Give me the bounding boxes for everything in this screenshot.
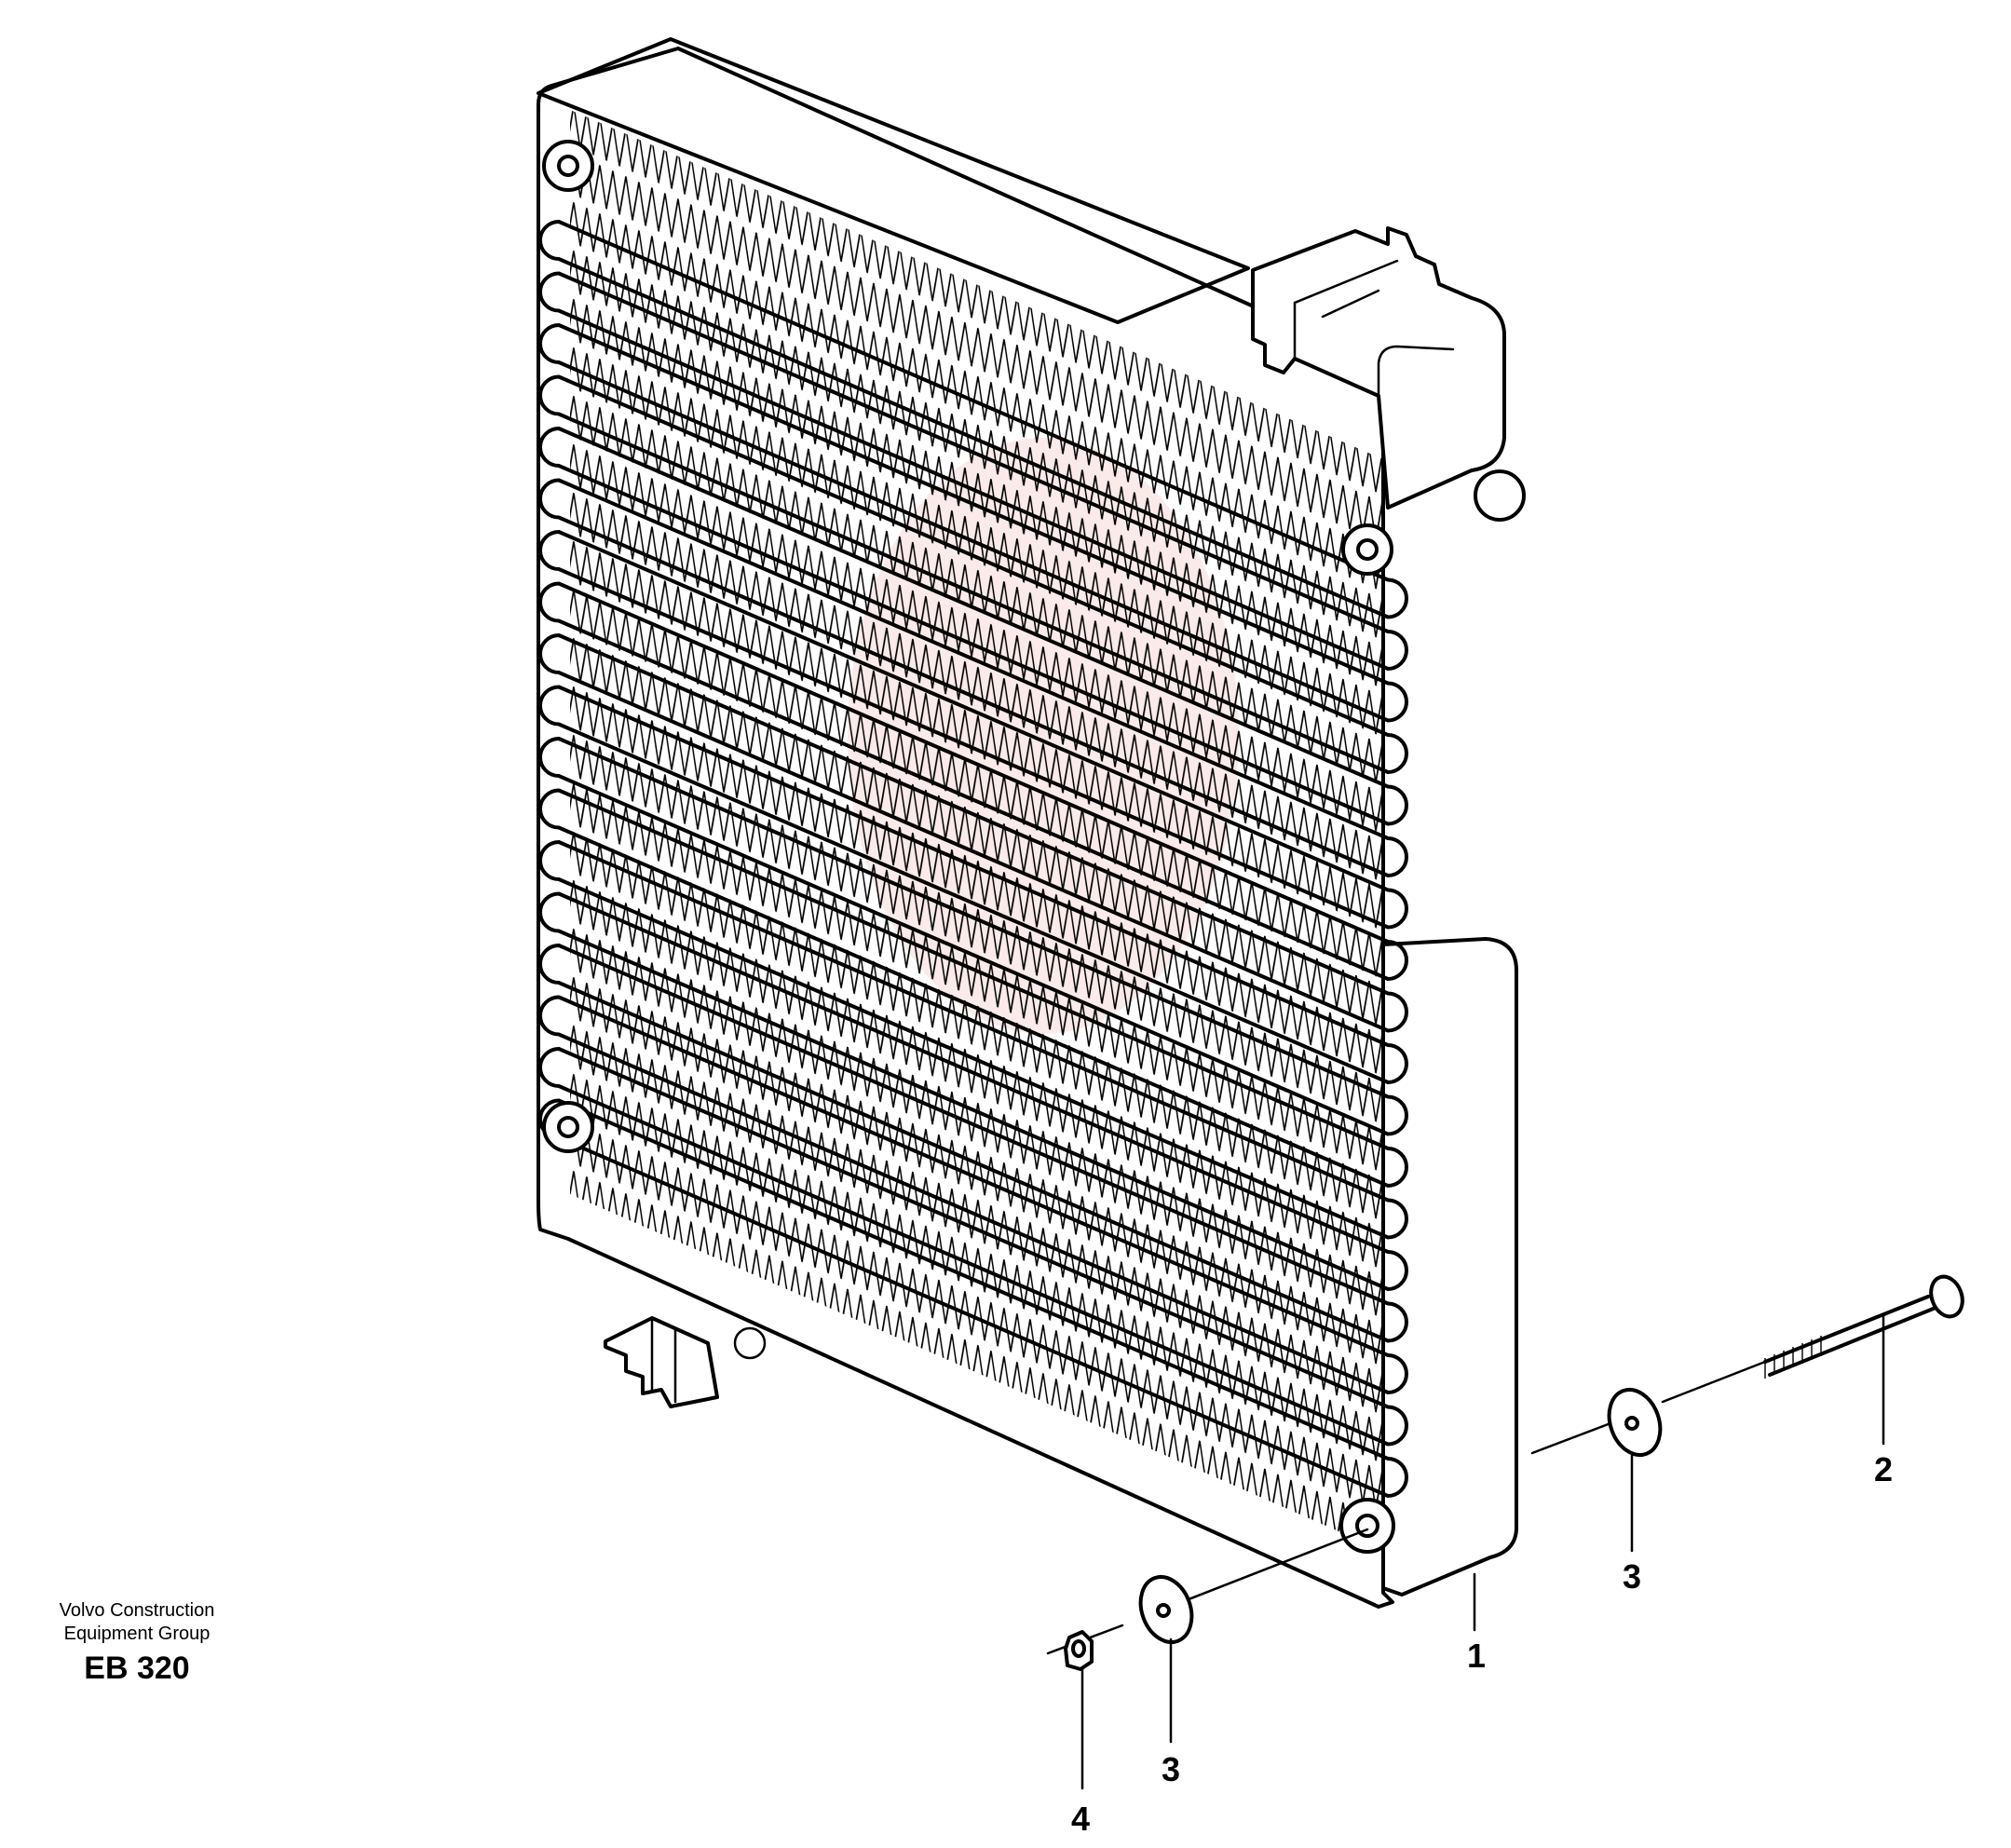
condenser (537, 37, 1526, 1609)
tube-row (538, 685, 1408, 1084)
mount-boss-top-left (542, 140, 594, 192)
tube-row (538, 632, 1408, 1033)
callout-3-left: 3 (1162, 1750, 1180, 1788)
tube-row (538, 839, 1408, 1240)
washer-right (1607, 1388, 1663, 1457)
tube-row (538, 581, 1408, 981)
axis-line-left (1161, 1528, 1369, 1611)
mount-boss-mid-right (1341, 469, 1526, 576)
tube-row (538, 322, 1408, 723)
bolt (1763, 1274, 1964, 1379)
mount-boss-bottom-right (1339, 1498, 1395, 1554)
tube-row (538, 426, 1408, 826)
tube-row (538, 271, 1408, 671)
callout-4: 4 (1071, 1800, 1090, 1838)
tube-rows (538, 219, 1408, 1498)
mount-boss-bottom-left (542, 1101, 594, 1153)
tube-row (538, 788, 1408, 1188)
frame-top-rail (537, 37, 1250, 324)
credit-line-2: Equipment Group (64, 1624, 211, 1644)
tube-row (538, 943, 1408, 1343)
tube-row (538, 995, 1408, 1394)
tube-row (538, 736, 1408, 1136)
nut (1064, 1630, 1094, 1671)
tube-row (538, 374, 1408, 774)
bottom-connector (604, 1316, 767, 1408)
tube-row (538, 478, 1408, 877)
tube-row (538, 529, 1408, 930)
callout-2: 2 (1874, 1450, 1893, 1488)
tube-row (538, 891, 1408, 1291)
frame-outline (537, 47, 1394, 1609)
top-connector (1251, 226, 1506, 510)
credit-line-1: Volvo Construction (60, 1600, 215, 1621)
right-header-box (1381, 937, 1518, 1597)
tube-row (538, 1046, 1408, 1447)
tube-row (538, 219, 1408, 619)
callout-1: 1 (1467, 1637, 1486, 1675)
tube-row (538, 1098, 1408, 1498)
drawing-code: EB 320 (84, 1651, 189, 1686)
callout-3-right: 3 (1623, 1557, 1641, 1596)
axis-line-right-2 (1661, 1360, 1767, 1404)
washer-left (1138, 1575, 1194, 1644)
